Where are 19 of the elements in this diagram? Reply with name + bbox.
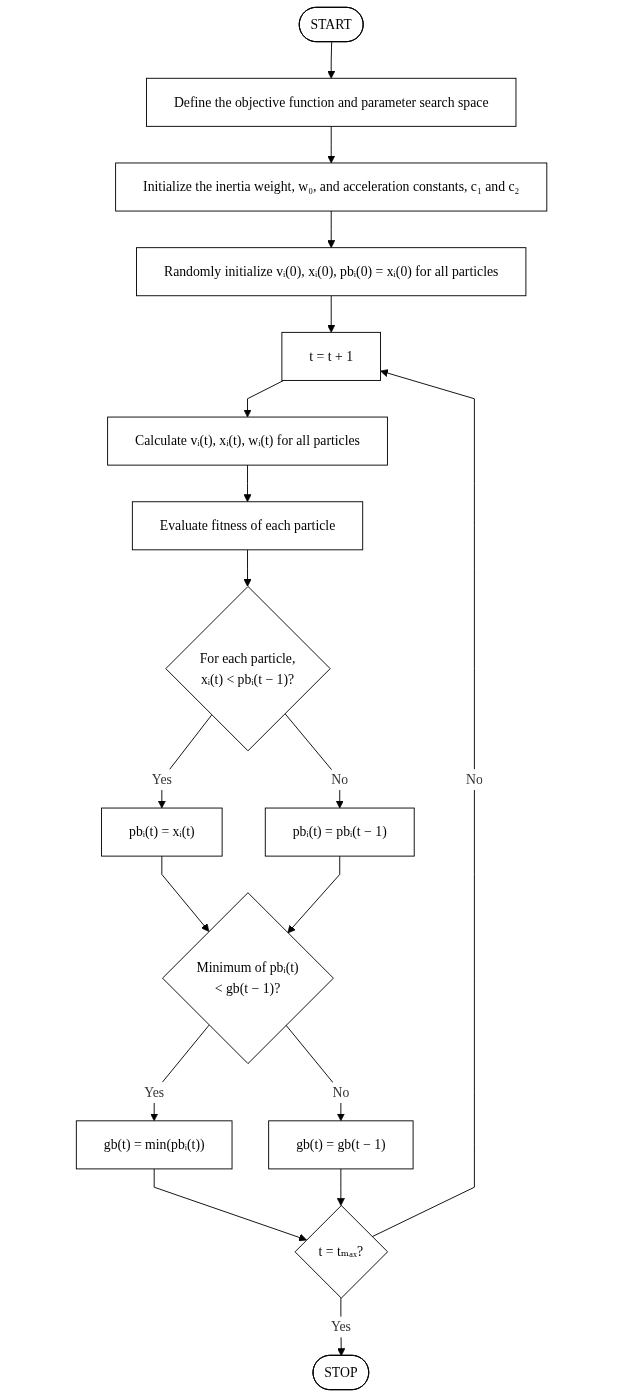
edge-label: No [331, 771, 349, 787]
edge-label: Yes [330, 1319, 351, 1334]
edge-label: Yes [144, 1084, 165, 1100]
node-diamond: Minimum of pbᵢ(t) < gb(t − 1)? [162, 892, 334, 1065]
node-box: Define the objective function and parameter search space [145, 77, 517, 127]
node-box: t = t + 1 [281, 331, 381, 381]
node-box: gb(t) = gb(t − 1) [268, 1120, 414, 1170]
edge-label: No [465, 771, 483, 787]
node-box: Initialize the inertia weight, w₀, and acceleration constants, c₁ and c₂ [115, 162, 548, 212]
node-diamond: t = tₘₐₓ? [294, 1205, 388, 1299]
edge-label: Yes [151, 771, 172, 787]
edge-label: No [332, 1084, 350, 1100]
node-box: gb(t) = min(pbᵢ(t)) [75, 1120, 233, 1170]
node-box: pbᵢ(t) = pbᵢ(t − 1) [264, 807, 415, 857]
node-box: Calculate vᵢ(t), xᵢ(t), wᵢ(t) for all particles [107, 416, 388, 466]
node-diamond: For each particle, xᵢ(t) < pbᵢ(t − 1)? [165, 586, 331, 752]
node-box: Randomly initialize vᵢ(0), xᵢ(0), pbᵢ(0) = xᵢ(0) for all particles [136, 247, 527, 297]
node-box: pbᵢ(t) = xᵢ(t) [101, 807, 223, 857]
node-box: Evaluate fitness of each particle [131, 501, 364, 551]
